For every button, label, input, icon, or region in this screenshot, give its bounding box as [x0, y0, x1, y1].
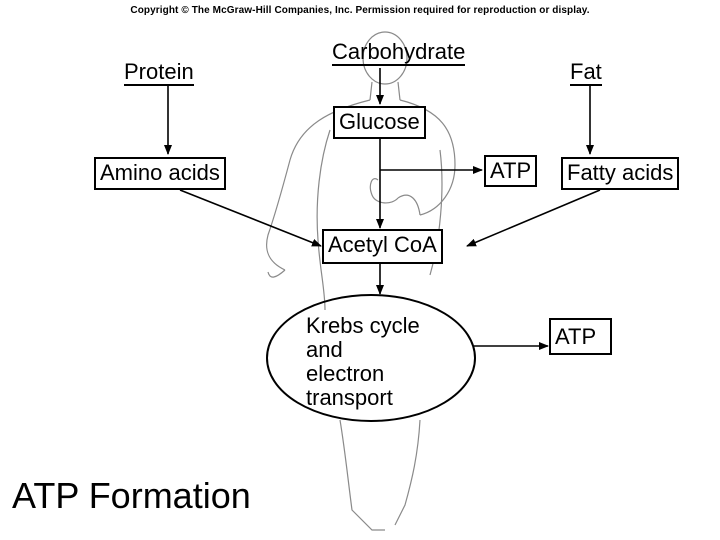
protein-label: Protein: [124, 59, 194, 86]
connectors: [164, 68, 601, 350]
amino-acids-box: Amino acids: [94, 157, 226, 190]
krebs-ellipse: [266, 294, 476, 422]
carbohydrate-label: Carbohydrate: [332, 39, 466, 66]
krebs-line: transport: [306, 385, 393, 410]
fat-label: Fat: [570, 59, 602, 86]
krebs-line: and: [306, 337, 343, 362]
acetyl-coa-box: Acetyl CoA: [322, 229, 443, 264]
krebs-cycle-text: Krebs cycle and electron transport: [306, 314, 420, 410]
page-title: ATP Formation: [12, 475, 251, 516]
krebs-line: electron: [306, 361, 385, 386]
atp-krebs-box: ATP: [549, 318, 613, 355]
arrow-fatty-to-acetyl: [466, 189, 601, 247]
atp-glucose-box: ATP: [484, 155, 538, 187]
fatty-acids-box: Fatty acids: [561, 157, 680, 190]
glucose-box: Glucose: [333, 106, 426, 139]
krebs-line: Krebs cycle: [306, 313, 420, 338]
copyright-notice: Copyright © The McGraw-Hill Companies, I…: [130, 5, 590, 16]
arrow-amino-to-acetyl: [179, 189, 322, 247]
